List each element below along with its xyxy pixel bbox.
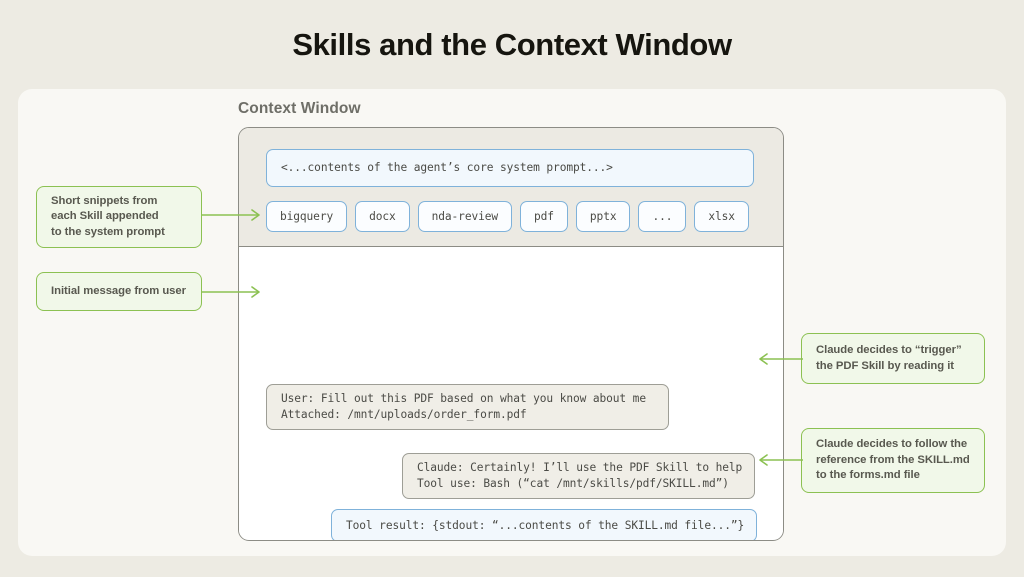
skill-chips-row: bigquery docx nda-review pdf pptx ... xl… bbox=[266, 201, 756, 232]
claude-response-box: Claude: Certainly! I’ll use the PDF Skil… bbox=[402, 453, 755, 499]
system-prompt-text: <...contents of the agent’s core system … bbox=[281, 161, 613, 174]
skill-chip-bigquery[interactable]: bigquery bbox=[266, 201, 348, 232]
system-prompt-box: <...contents of the agent’s core system … bbox=[266, 149, 754, 187]
callout-initial-line-1: Initial message from user bbox=[51, 284, 186, 297]
context-window-container: <...contents of the agent’s core system … bbox=[238, 127, 784, 541]
claude-response-line-1: Claude: Certainly! I’ll use the PDF Skil… bbox=[417, 461, 743, 474]
conversation-zone: User: Fill out this PDF based on what yo… bbox=[239, 247, 783, 540]
callout-follow-line-2: reference from the SKILL.md bbox=[816, 453, 970, 466]
callout-snippets-line-3: to the system prompt bbox=[51, 225, 165, 238]
callout-follow-line-3: to the forms.md file bbox=[816, 469, 920, 482]
skill-chip-xlsx[interactable]: xlsx bbox=[694, 201, 749, 232]
skill-chip-docx[interactable]: docx bbox=[355, 201, 410, 232]
user-message-box: User: Fill out this PDF based on what yo… bbox=[266, 384, 669, 430]
skill-chip-pdf[interactable]: pdf bbox=[520, 201, 568, 232]
skill-chip-nda-review[interactable]: nda-review bbox=[417, 201, 512, 232]
skill-chip-more[interactable]: ... bbox=[638, 201, 687, 232]
callout-follow-reference: Claude decides to follow the reference f… bbox=[801, 428, 985, 493]
callout-trigger-line-2: the PDF Skill by reading it bbox=[816, 359, 955, 372]
callout-trigger-line-1: Claude decides to “trigger” bbox=[816, 344, 962, 356]
callout-trigger-skill: Claude decides to “trigger” the PDF Skil… bbox=[801, 333, 985, 384]
user-message-line-1: User: Fill out this PDF based on what yo… bbox=[281, 392, 646, 405]
context-window-label: Context Window bbox=[238, 100, 361, 117]
callout-initial-message: Initial message from user bbox=[36, 272, 202, 311]
page-title: Skills and the Context Window bbox=[292, 27, 732, 62]
callout-follow-line-1: Claude decides to follow the bbox=[816, 438, 968, 451]
claude-response-line-2: Tool use: Bash (“cat /mnt/skills/pdf/SKI… bbox=[417, 477, 729, 490]
callout-snippets-line-1: Short snippets from bbox=[51, 194, 158, 207]
callout-short-snippets: Short snippets from each Skill appended … bbox=[36, 186, 202, 248]
tool-result-1-box: Tool result: {stdout: “...contents of th… bbox=[331, 509, 757, 540]
tool-result-1-text: Tool result: {stdout: “...contents of th… bbox=[346, 518, 745, 532]
user-message-line-2: Attached: /mnt/uploads/order_form.pdf bbox=[281, 408, 527, 421]
system-prompt-zone: <...contents of the agent’s core system … bbox=[239, 128, 783, 247]
skill-chip-pptx[interactable]: pptx bbox=[575, 201, 631, 232]
callout-snippets-line-2: each Skill appended bbox=[51, 210, 159, 223]
